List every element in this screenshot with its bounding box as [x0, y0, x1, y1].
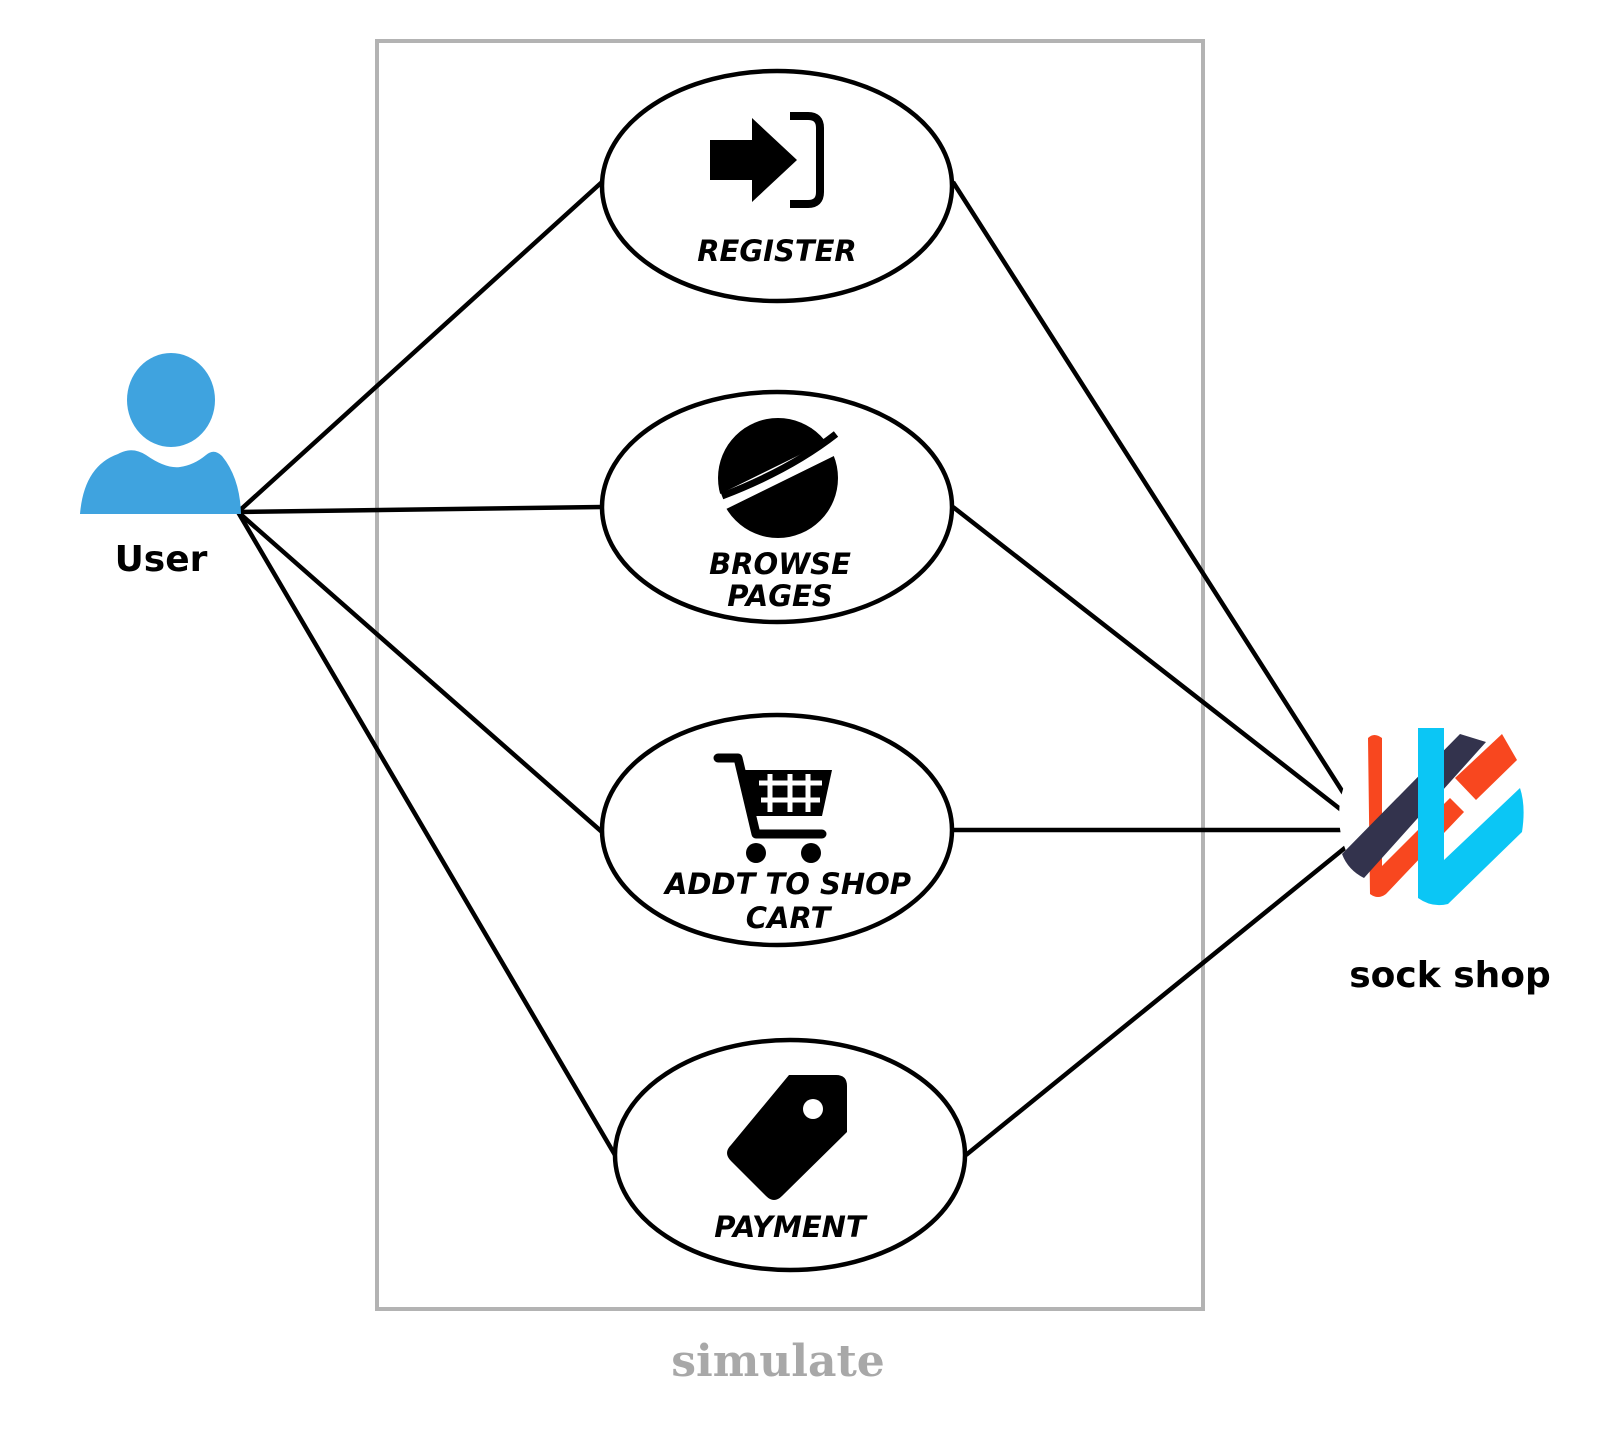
- sockshop-associations: [951, 180, 1369, 1157]
- system-boundary: [375, 39, 1205, 1311]
- assoc-payment-sockshop: [964, 828, 1369, 1157]
- use-case-payment[interactable]: PAYMENT: [612, 1037, 968, 1273]
- use-case-browse[interactable]: BROWSE PAGES: [599, 389, 955, 625]
- assoc-user-register: [236, 180, 604, 514]
- use-case-register[interactable]: REGISTER: [599, 68, 955, 304]
- use-case-cart-label-line-2: CART: [746, 901, 833, 935]
- use-case-browse-label-line-2: PAGES: [727, 579, 833, 613]
- assoc-user-browse: [237, 504, 603, 515]
- shopping-cart-icon: [713, 753, 832, 863]
- user-icon: [80, 353, 241, 514]
- browser-globe-icon: [712, 418, 842, 538]
- login-arrow-icon: [710, 112, 824, 208]
- assoc-browse-sockshop: [951, 505, 1369, 832]
- use-case-payment-label: PAYMENT: [714, 1210, 868, 1244]
- actor-sock-shop[interactable]: sock shop: [1339, 726, 1551, 996]
- price-tag-icon: [727, 1075, 847, 1200]
- use-case-cart[interactable]: ADDT TO SHOP CART: [599, 712, 955, 948]
- assoc-user-cart: [236, 510, 604, 834]
- assoc-register-sockshop: [951, 180, 1369, 832]
- actor-user[interactable]: User: [80, 353, 241, 580]
- boundary-label: simulate: [671, 1336, 885, 1387]
- use-case-register-ellipse: [599, 68, 955, 304]
- use-case-cart-label-line-1: ADDT TO SHOP: [663, 867, 911, 901]
- use-case-browse-label-line-1: BROWSE: [709, 547, 851, 581]
- assoc-user-payment: [236, 510, 617, 1157]
- user-associations: [236, 180, 617, 1157]
- actor-user-label: User: [115, 539, 208, 580]
- actor-sock-shop-label: sock shop: [1349, 955, 1551, 996]
- use-case-register-label: REGISTER: [697, 234, 857, 268]
- sock-shop-logo: [1339, 726, 1524, 906]
